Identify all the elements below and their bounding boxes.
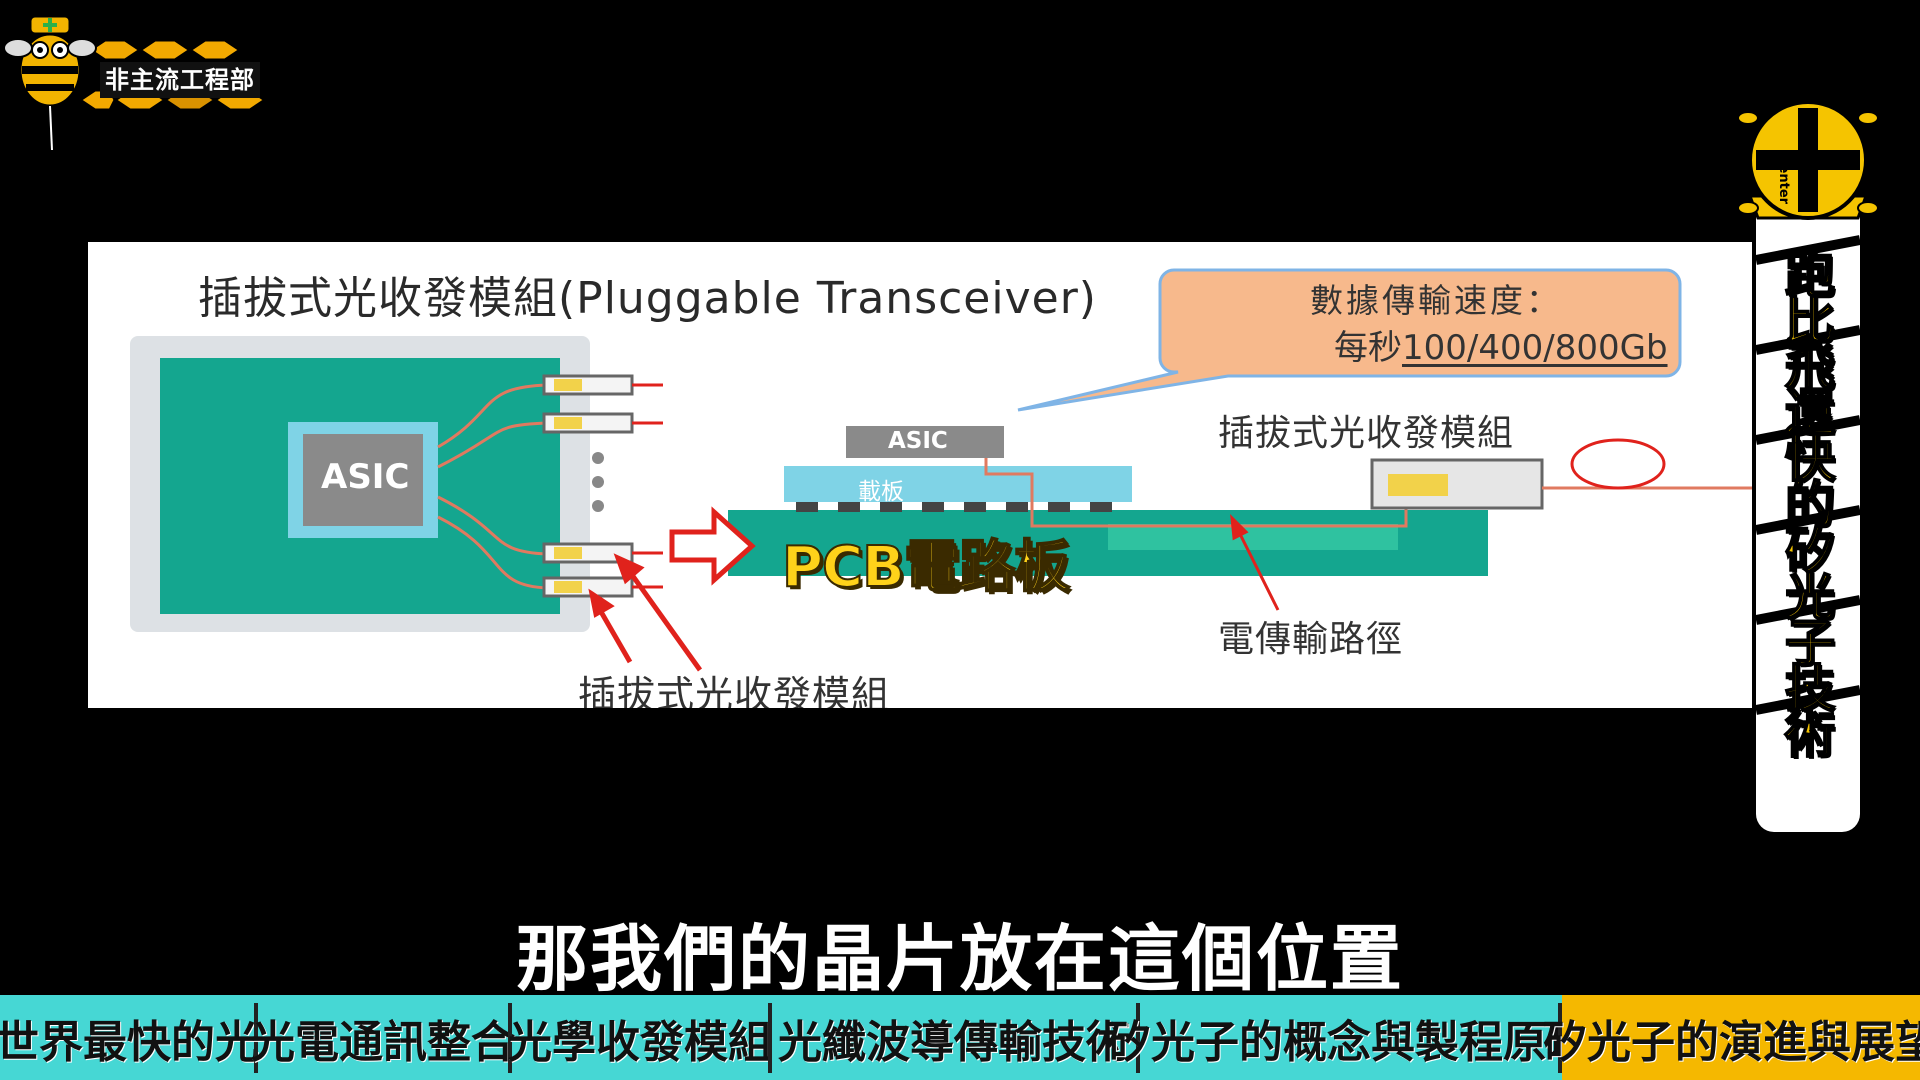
badge-char: 快 xyxy=(1784,430,1836,488)
badge-char: 術 xyxy=(1784,706,1836,764)
callout-bubble xyxy=(1017,268,1682,412)
chapter-1[interactable]: 世界最快的光 xyxy=(0,1016,259,1068)
label-substrate: 載板 xyxy=(858,479,904,505)
badge-char: 矽 xyxy=(1784,522,1836,580)
substrate xyxy=(784,466,1132,502)
transceiver-diagram xyxy=(130,268,1752,672)
callout-prefix: 每秒 xyxy=(1334,328,1402,368)
chapter-separator xyxy=(254,1002,258,1073)
label-asic-center: ASIC xyxy=(888,428,948,454)
badge-char: 技 xyxy=(1784,660,1836,718)
chapter-separator xyxy=(1136,1002,1140,1073)
pcb-arrow-icon xyxy=(669,506,756,586)
channel-name: 非主流工程部 xyxy=(105,66,255,94)
asic-chip-center xyxy=(846,426,1004,458)
badge-char: 光 xyxy=(1784,568,1836,626)
chapter-6[interactable]: 矽光子的演進與展望 xyxy=(1543,995,1920,1080)
label-electrical-path: 電傳輸路徑 xyxy=(1218,619,1404,660)
series-badge xyxy=(1738,100,1878,832)
badge-char: 的 xyxy=(1784,476,1836,534)
slide-title: 插拔式光收發模組(Pluggable Transceiver) xyxy=(198,273,1097,324)
label-pcb: PCB電路板 xyxy=(781,534,1071,601)
badge-title: 跑比飛還快的矽光子技術 xyxy=(1768,246,1852,764)
badge-char: 比 xyxy=(1784,292,1836,350)
chapter-5[interactable]: 矽光子的概念與製程原理 xyxy=(1107,1016,1591,1068)
label-asic-left: ASIC xyxy=(321,457,410,497)
chapter-separator xyxy=(768,1002,772,1073)
badge-char: 飛 xyxy=(1784,338,1836,396)
chapter-3[interactable]: 光學收發模組 xyxy=(508,1016,772,1068)
badge-char: 還 xyxy=(1784,384,1836,442)
badge-brand: Case Center xyxy=(1776,155,1815,205)
chapter-separator xyxy=(1558,1002,1562,1073)
callout-line-1: 數據傳輸速度： xyxy=(1310,281,1562,320)
chapter-2[interactable]: 光電通訊整合 xyxy=(251,1016,515,1068)
callout-line-2: 每秒100/400/800Gb xyxy=(1334,320,1668,369)
badge-char: 跑 xyxy=(1784,246,1836,304)
label-pluggable-module-right: 插拔式光收發模組 xyxy=(1218,413,1515,454)
chapter-bar: 世界最快的光 光電通訊整合 光學收發模組 光纖波導傳輸技術 矽光子的概念與製程原… xyxy=(0,995,1920,1080)
chapter-4[interactable]: 光纖波導傳輸技術 xyxy=(778,1016,1130,1068)
chapter-separator xyxy=(508,1002,512,1073)
channel-logo: 非主流工程部 xyxy=(0,0,300,160)
video-subtitle: 那我們的晶片放在這個位置 xyxy=(515,917,1404,1001)
bee-logo-icon xyxy=(3,14,268,151)
callout-speed: 100/400/800Gb xyxy=(1402,328,1668,368)
label-pluggable-module-bottom: 插拔式光收發模組 xyxy=(578,673,891,708)
slide-image: 插拔式光收發模組(Pluggable Transceiver) 數據傳輸速度： … xyxy=(88,242,1752,708)
badge-char: 子 xyxy=(1784,614,1836,672)
